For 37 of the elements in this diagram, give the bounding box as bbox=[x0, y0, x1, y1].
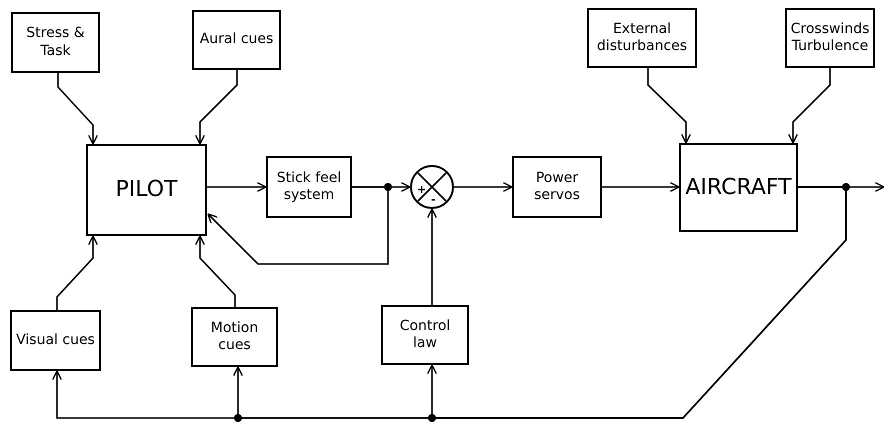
arrow bbox=[207, 182, 267, 192]
process-box bbox=[86, 144, 207, 236]
process-box bbox=[381, 305, 469, 365]
node-label: Stick feel system bbox=[276, 170, 342, 204]
process-box bbox=[10, 310, 101, 371]
arrow bbox=[207, 186, 389, 265]
process-box bbox=[587, 8, 697, 68]
node-label: External disturbances bbox=[596, 20, 688, 56]
summing-junction bbox=[410, 165, 454, 209]
process-box bbox=[11, 12, 100, 73]
arrow bbox=[788, 68, 831, 144]
sign-label: - bbox=[431, 194, 436, 205]
node-label: Motion cues bbox=[210, 320, 260, 354]
process-box bbox=[785, 8, 875, 68]
arrow bbox=[426, 208, 438, 305]
arrow bbox=[426, 186, 847, 419]
node-label: Aural cues bbox=[198, 31, 274, 49]
arrow bbox=[57, 73, 98, 145]
sign-label: + bbox=[417, 184, 426, 195]
process-box bbox=[512, 156, 602, 218]
node-label: Visual cues bbox=[15, 332, 96, 350]
arrow bbox=[194, 70, 238, 145]
process-box bbox=[191, 307, 278, 367]
node-label: AIRCRAFT bbox=[684, 174, 793, 202]
arrow bbox=[647, 68, 692, 144]
node-label: Power servos bbox=[533, 170, 581, 204]
node-label: Stress & Task bbox=[25, 25, 86, 60]
process-box bbox=[679, 143, 798, 232]
node-label: Control law bbox=[398, 318, 452, 352]
arrow bbox=[194, 235, 236, 307]
node-label: PILOT bbox=[114, 176, 178, 204]
node-label: Crosswinds Turbulence bbox=[790, 20, 870, 56]
arrow bbox=[602, 182, 680, 192]
arrow bbox=[454, 182, 513, 192]
process-box bbox=[266, 156, 352, 218]
arrow bbox=[56, 235, 98, 310]
process-box bbox=[192, 10, 281, 70]
